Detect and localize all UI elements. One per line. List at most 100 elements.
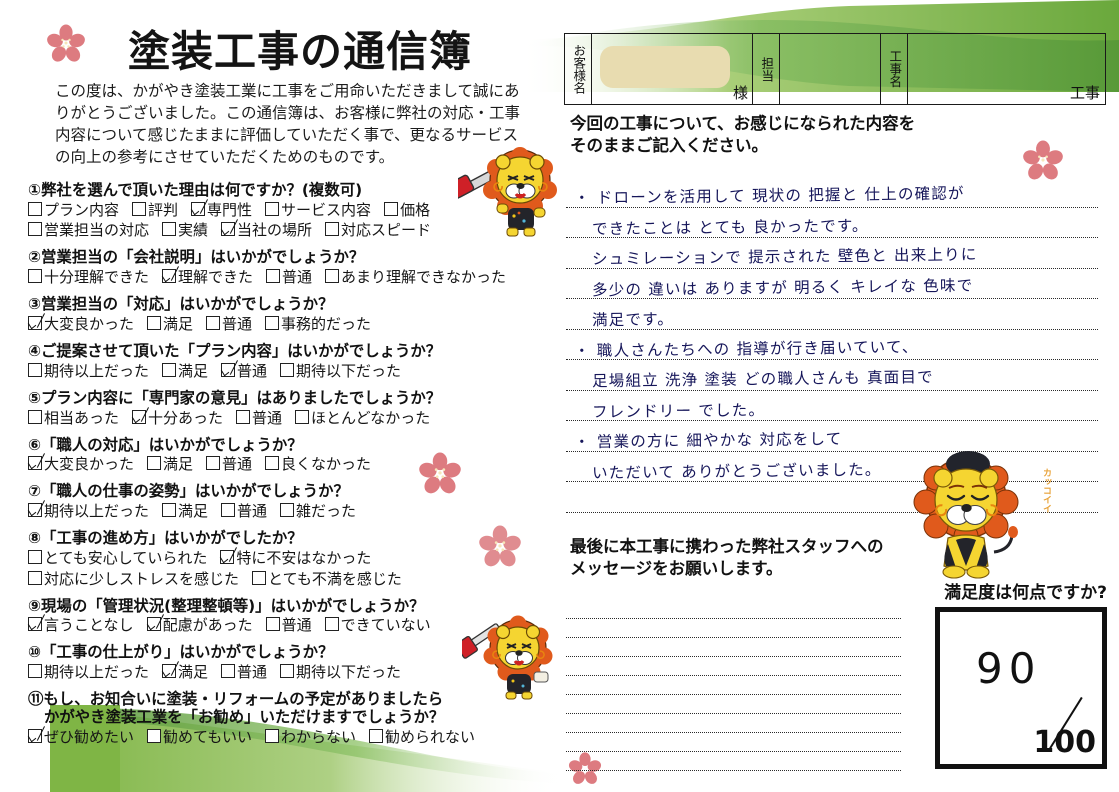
writing-line[interactable] [566, 208, 1098, 238]
checkbox-checked-icon[interactable] [28, 503, 42, 518]
checkbox-option[interactable]: 普通 [206, 315, 252, 333]
checkbox-option-checked[interactable]: 普通 [221, 362, 267, 380]
checkbox-option[interactable]: できていない [324, 616, 431, 634]
checkbox-option[interactable]: 勧めてもいい [147, 728, 252, 746]
checkbox-option[interactable]: 普通 [221, 502, 267, 520]
checkbox-empty-icon[interactable] [28, 550, 42, 565]
checkbox-option[interactable]: 価格 [384, 201, 430, 219]
checkbox-empty-icon[interactable] [280, 362, 295, 377]
checkbox-option[interactable]: あまり理解できなかった [325, 268, 506, 286]
checkbox-checked-icon[interactable] [132, 409, 147, 424]
checkbox-option[interactable]: 期待以上だった [28, 663, 149, 681]
checkbox-option[interactable]: 対応スピード [325, 221, 431, 239]
checkbox-option[interactable]: 期待以下だった [280, 362, 401, 380]
checkbox-option[interactable]: わからない [264, 728, 356, 746]
checkbox-option[interactable]: ほとんどなかった [295, 409, 430, 427]
checkbox-option-checked[interactable]: 当社の場所 [221, 221, 312, 239]
writing-line[interactable] [566, 619, 901, 638]
checkbox-checked-icon[interactable] [162, 269, 177, 284]
checkbox-option-checked[interactable]: ぜひ勧めたい [28, 728, 134, 746]
checkbox-option-checked[interactable]: 満足 [162, 663, 208, 681]
writing-line[interactable] [566, 638, 901, 657]
checkbox-checked-icon[interactable] [221, 362, 236, 377]
writing-line[interactable] [566, 676, 901, 695]
checkbox-checked-icon[interactable] [28, 617, 42, 632]
checkbox-empty-icon[interactable] [265, 456, 280, 471]
checkbox-option[interactable]: 実績 [162, 221, 208, 239]
checkbox-option[interactable]: 期待以下だった [280, 663, 401, 681]
checkbox-option[interactable]: サービス内容 [265, 201, 371, 219]
checkbox-empty-icon[interactable] [265, 315, 280, 330]
writing-line[interactable] [566, 752, 901, 771]
staff-value-cell[interactable] [780, 34, 881, 104]
checkbox-checked-icon[interactable] [191, 201, 206, 216]
checkbox-option[interactable]: 普通 [221, 663, 267, 681]
checkbox-empty-icon[interactable] [221, 503, 236, 518]
checkbox-option[interactable]: 十分理解できた [28, 268, 149, 286]
writing-line[interactable] [566, 238, 1098, 269]
writing-line[interactable] [566, 330, 1098, 360]
checkbox-checked-icon[interactable] [162, 664, 177, 679]
checkbox-empty-icon[interactable] [265, 201, 280, 216]
checkbox-empty-icon[interactable] [325, 222, 340, 237]
checkbox-checked-icon[interactable] [28, 315, 42, 330]
checkbox-option[interactable]: 満足 [162, 502, 208, 520]
checkbox-option-checked[interactable]: 大変良かった [28, 455, 134, 473]
checkbox-option[interactable]: 期待以上だった [28, 362, 149, 380]
checkbox-empty-icon[interactable] [147, 728, 162, 743]
checkbox-option[interactable]: 営業担当の対応 [28, 221, 149, 239]
score-box[interactable]: 90 100 [935, 607, 1107, 769]
writing-line[interactable] [566, 695, 901, 714]
checkbox-option[interactable]: 勧められない [368, 728, 475, 746]
checkbox-empty-icon[interactable] [28, 269, 42, 284]
checkbox-option[interactable]: とても安心していられた [28, 549, 207, 567]
checkbox-empty-icon[interactable] [264, 728, 279, 743]
checkbox-option[interactable]: 良くなかった [265, 455, 371, 473]
checkbox-option[interactable]: 満足 [147, 315, 193, 333]
checkbox-empty-icon[interactable] [28, 570, 42, 585]
checkbox-empty-icon[interactable] [28, 201, 42, 216]
checkbox-empty-icon[interactable] [325, 269, 340, 284]
checkbox-option[interactable]: 事務的だった [265, 315, 371, 333]
checkbox-option[interactable]: 普通 [265, 616, 312, 634]
checkbox-checked-icon[interactable] [28, 728, 42, 743]
comment-writing-area[interactable]: ・ ドローンを活用して 現状の 把握と 仕上の確認ができたことは とても 良かっ… [566, 177, 1098, 513]
checkbox-empty-icon[interactable] [280, 503, 295, 518]
writing-line[interactable] [566, 421, 1098, 452]
writing-line[interactable] [566, 269, 1098, 299]
checkbox-option-checked[interactable]: 大変良かった [28, 315, 134, 333]
checkbox-empty-icon[interactable] [221, 664, 236, 679]
checkbox-empty-icon[interactable] [324, 617, 339, 632]
checkbox-empty-icon[interactable] [132, 201, 147, 216]
writing-line[interactable] [566, 733, 901, 752]
customer-name-value-cell[interactable]: 様 [592, 34, 753, 104]
checkbox-option-checked[interactable]: 十分あった [132, 409, 223, 427]
checkbox-option-checked[interactable]: 理解できた [162, 268, 253, 286]
checkbox-option-checked[interactable]: 専門性 [191, 201, 252, 219]
checkbox-checked-icon[interactable] [28, 456, 42, 471]
checkbox-option[interactable]: とても不満を感じた [252, 570, 402, 588]
checkbox-checked-icon[interactable] [221, 222, 236, 237]
writing-line[interactable] [566, 360, 1098, 391]
checkbox-empty-icon[interactable] [368, 728, 383, 743]
checkbox-option-checked[interactable]: 配慮があった [146, 616, 253, 634]
checkbox-empty-icon[interactable] [384, 201, 399, 216]
checkbox-empty-icon[interactable] [236, 409, 251, 424]
checkbox-empty-icon[interactable] [265, 617, 280, 632]
checkbox-option[interactable]: 普通 [266, 268, 312, 286]
checkbox-option[interactable]: プラン内容 [28, 201, 119, 219]
checkbox-empty-icon[interactable] [206, 456, 221, 471]
checkbox-option[interactable]: 対応に少しストレスを感じた [28, 570, 239, 588]
checkbox-empty-icon[interactable] [28, 664, 42, 679]
writing-line[interactable] [566, 482, 1098, 513]
checkbox-option[interactable]: 満足 [162, 362, 208, 380]
checkbox-option-checked[interactable]: 言うことなし [28, 616, 134, 634]
checkbox-empty-icon[interactable] [28, 222, 42, 237]
checkbox-option[interactable]: 普通 [236, 409, 282, 427]
checkbox-empty-icon[interactable] [28, 362, 42, 377]
writing-line[interactable] [566, 657, 901, 676]
checkbox-option-checked[interactable]: 特に不安はなかった [220, 549, 371, 567]
checkbox-empty-icon[interactable] [162, 503, 177, 518]
checkbox-empty-icon[interactable] [162, 222, 177, 237]
project-value-cell[interactable]: 工事 [908, 34, 1105, 104]
